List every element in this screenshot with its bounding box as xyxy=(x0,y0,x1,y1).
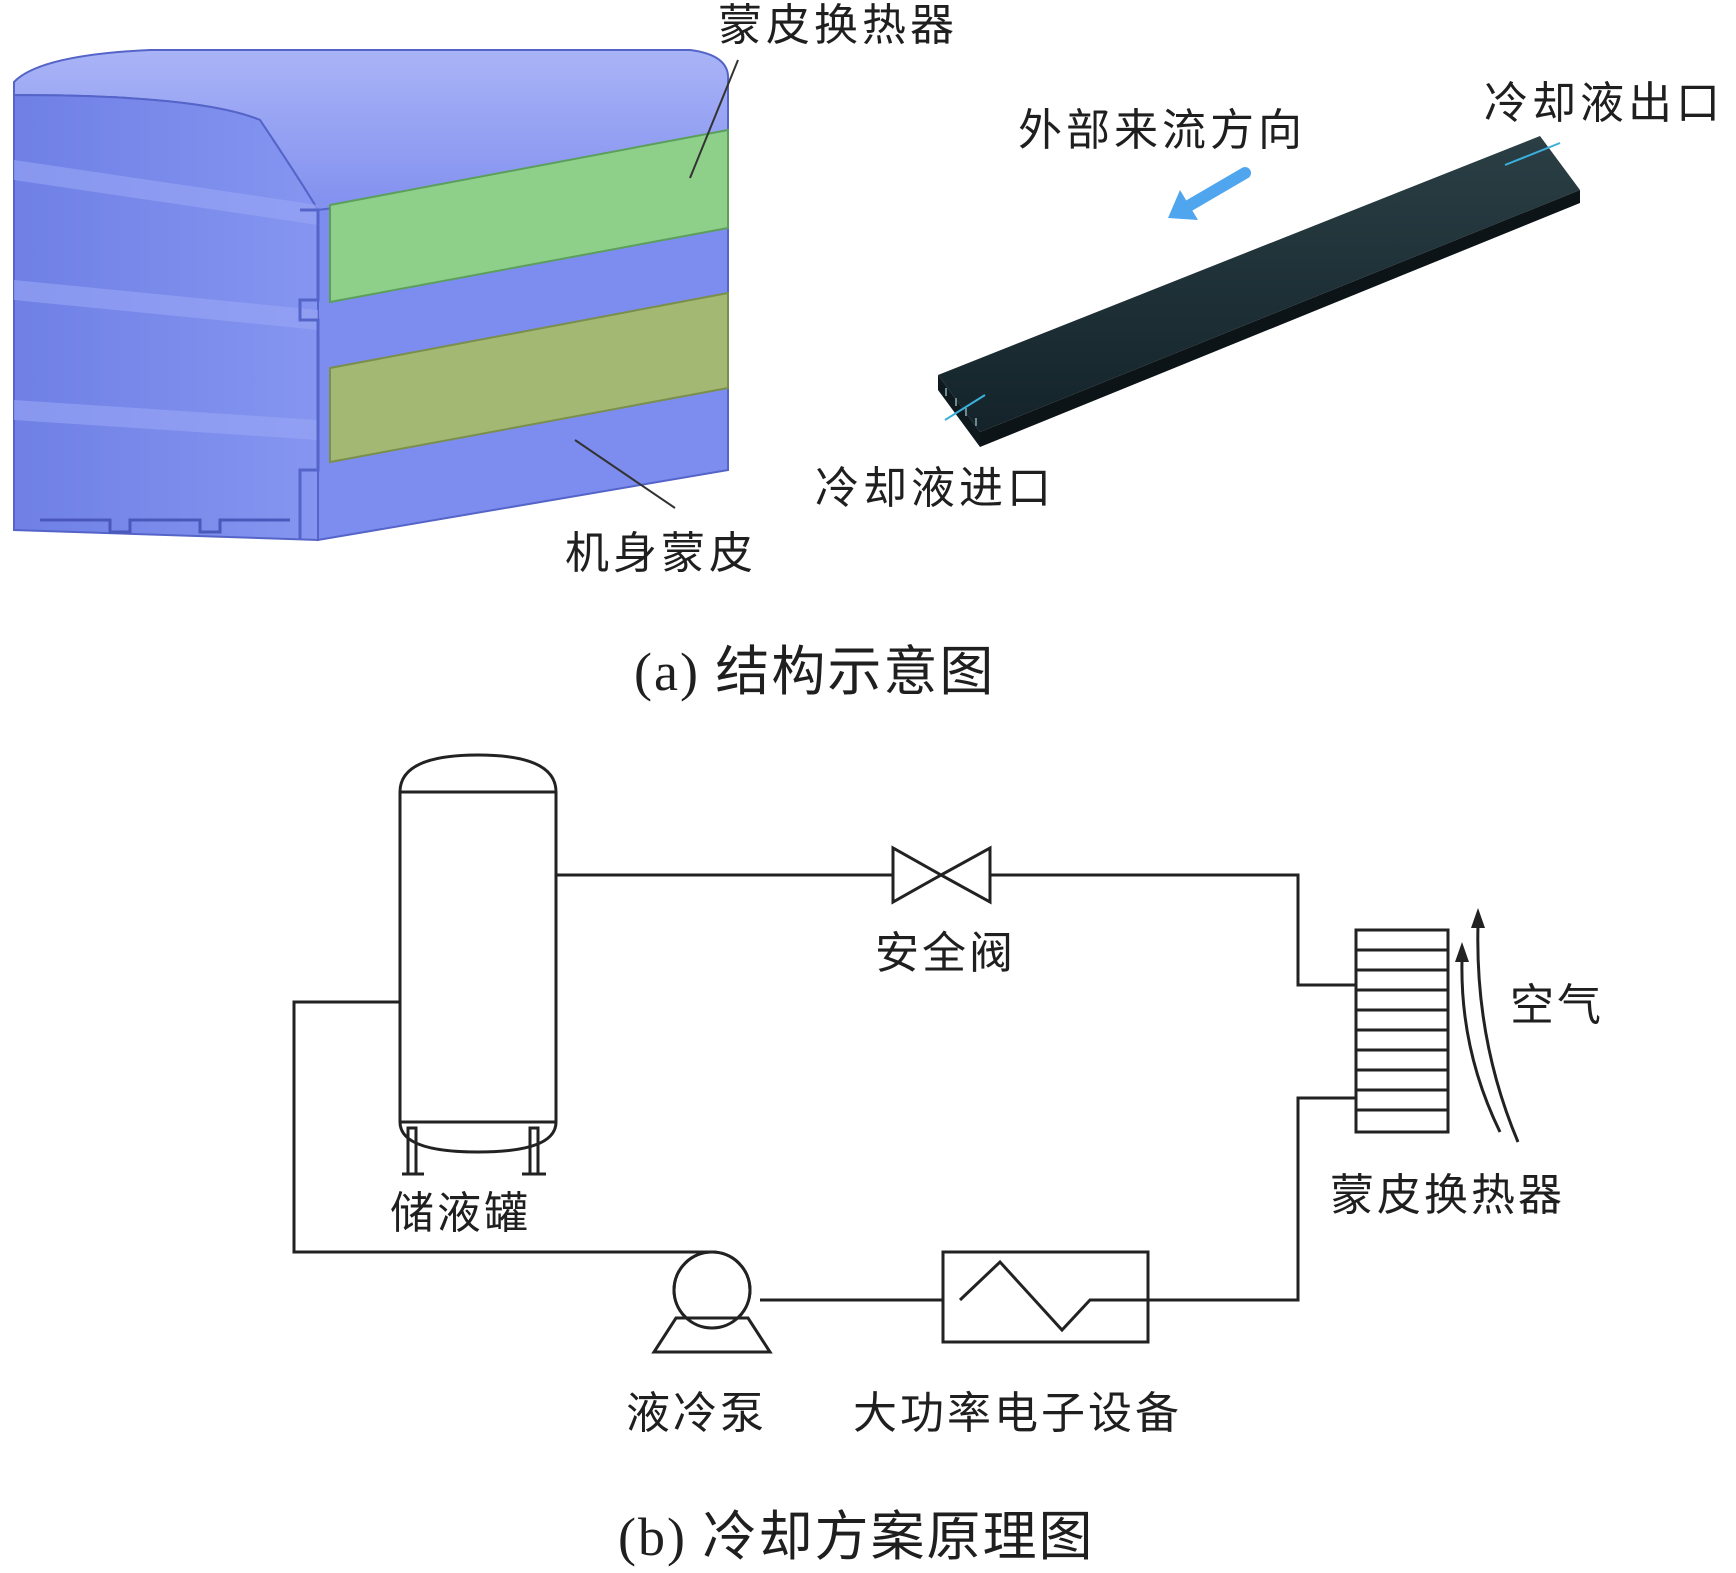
piping xyxy=(292,873,1356,1302)
label-storage-tank: 储液罐 xyxy=(390,1188,531,1239)
high-power-electronics xyxy=(941,1250,1150,1344)
finned-heat-exchanger xyxy=(1354,928,1450,1134)
cold-plate-3d xyxy=(938,136,1580,447)
caption-a: (a) 结构示意图 xyxy=(634,642,995,702)
exchanger-panel-top xyxy=(329,128,729,304)
label-electronics: 大功率电子设备 xyxy=(853,1388,1182,1439)
liquid-cooling-pump xyxy=(651,1250,773,1354)
label-skin-heat-exchanger-a: 蒙皮换热器 xyxy=(718,0,958,51)
label-fuselage-skin: 机身蒙皮 xyxy=(565,528,757,579)
safety-valve xyxy=(891,845,992,905)
exchanger-panel-bottom xyxy=(329,291,729,464)
flow-arrow xyxy=(1168,167,1251,220)
label-pump: 液冷泵 xyxy=(626,1388,767,1439)
caption-b: (b) 冷却方案原理图 xyxy=(618,1507,1094,1567)
fuselage-section-3d xyxy=(13,49,739,542)
label-coolant-inlet: 冷却液进口 xyxy=(815,463,1055,514)
storage-tank xyxy=(398,753,558,1176)
air-flow-arrows xyxy=(1455,908,1520,1143)
label-external-flow-direction: 外部来流方向 xyxy=(1018,105,1306,156)
label-safety-valve: 安全阀 xyxy=(875,928,1016,979)
label-coolant-outlet: 冷却液出口 xyxy=(1484,78,1724,129)
label-air: 空气 xyxy=(1510,980,1604,1031)
label-skin-heat-exchanger-b: 蒙皮换热器 xyxy=(1330,1170,1565,1221)
